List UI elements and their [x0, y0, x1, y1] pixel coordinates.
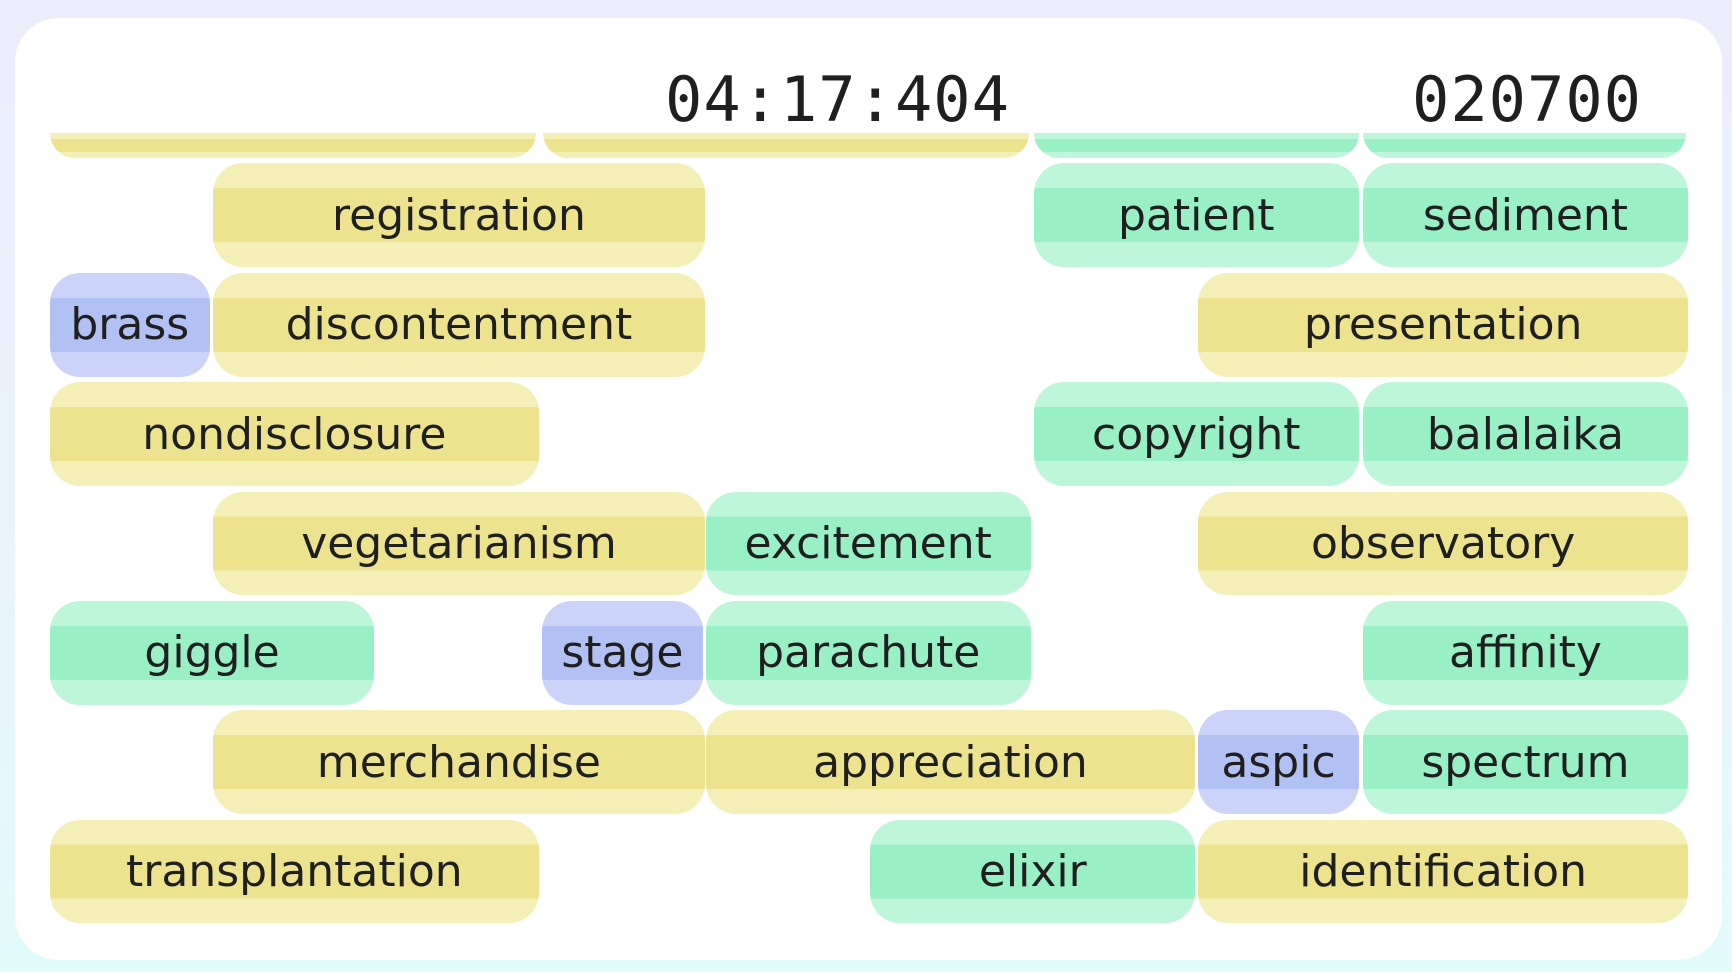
- word-tile-appreciation[interactable]: appreciation: [705, 710, 1196, 815]
- word-tile-observatory[interactable]: observatory: [1198, 491, 1688, 596]
- word-tile-vegetarianism[interactable]: vegetarianism: [213, 491, 705, 596]
- word-tile-merchandise[interactable]: merchandise: [213, 710, 705, 815]
- partial-tile-4[interactable]: [1363, 132, 1686, 158]
- word-tile-giggle[interactable]: giggle: [49, 600, 375, 705]
- word-tile-registration[interactable]: registration: [213, 163, 705, 268]
- word-tile-nondisclosure[interactable]: nondisclosure: [49, 382, 540, 486]
- tile-label: balalaika: [1426, 408, 1625, 460]
- word-tile-affinity[interactable]: affinity: [1363, 600, 1688, 705]
- tile-label: observatory: [1311, 517, 1576, 569]
- word-tile-elixir[interactable]: elixir: [870, 819, 1196, 924]
- word-tile-parachute[interactable]: parachute: [705, 600, 1031, 705]
- tile-label: elixir: [978, 845, 1087, 897]
- tile-label: sediment: [1422, 189, 1629, 241]
- timer-display: 04:17:404: [665, 63, 1010, 136]
- tile-label: appreciation: [813, 736, 1088, 788]
- tile-label: aspic: [1221, 736, 1336, 788]
- tile-label: spectrum: [1421, 736, 1630, 788]
- word-tile-aspic[interactable]: aspic: [1198, 710, 1359, 815]
- tile-label: vegetarianism: [301, 517, 617, 569]
- word-tile-presentation[interactable]: presentation: [1198, 272, 1688, 377]
- partial-tile-1[interactable]: [49, 132, 536, 158]
- tile-label: discontentment: [285, 299, 633, 351]
- word-tile-sediment[interactable]: sediment: [1363, 163, 1688, 268]
- game-board: 04:17:404 020700 registration patient sedi…: [15, 18, 1722, 960]
- tile-label: registration: [332, 189, 586, 241]
- word-tile-spectrum[interactable]: spectrum: [1363, 710, 1688, 815]
- word-tile-transplantation[interactable]: transplantation: [49, 819, 540, 924]
- tile-label: copyright: [1092, 408, 1301, 460]
- word-tile-identification[interactable]: identification: [1198, 819, 1688, 924]
- word-tile-copyright[interactable]: copyright: [1033, 382, 1359, 486]
- word-tile-brass[interactable]: brass: [49, 272, 210, 377]
- partial-tile-3[interactable]: [1033, 132, 1359, 158]
- tile-label: excitement: [744, 517, 992, 569]
- tile-label: affinity: [1448, 627, 1602, 679]
- word-tile-excitement[interactable]: excitement: [705, 491, 1031, 596]
- tile-label: giggle: [144, 627, 280, 679]
- tile-label: transplantation: [126, 845, 463, 897]
- tile-label: patient: [1117, 189, 1275, 241]
- word-tile-patient[interactable]: patient: [1033, 163, 1359, 268]
- word-tile-discontentment[interactable]: discontentment: [213, 272, 705, 377]
- tile-label: identification: [1299, 845, 1587, 897]
- partial-tile-2[interactable]: [543, 132, 1030, 158]
- tile-label: nondisclosure: [142, 408, 447, 460]
- tile-label: brass: [70, 299, 190, 351]
- tile-label: stage: [561, 627, 684, 679]
- tile-label: merchandise: [316, 736, 601, 788]
- tile-label: presentation: [1303, 299, 1583, 351]
- word-tile-stage[interactable]: stage: [542, 600, 703, 705]
- tile-label: parachute: [756, 627, 981, 679]
- word-tile-balalaika[interactable]: balalaika: [1363, 382, 1688, 486]
- score-display: 020700: [1412, 63, 1642, 136]
